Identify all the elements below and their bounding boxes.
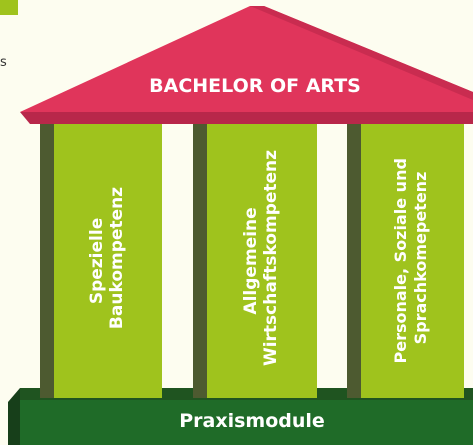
pillar-3-line-1: Personale, Soziale und [391,158,410,363]
pillar-3: Personale, Soziale und Sprachkomepetenz [347,118,464,398]
pillar-3-front [361,118,464,398]
base-left-face [8,388,20,445]
cropped-side-text: s [0,55,7,70]
pillar-2-line-1: Allgemeine [241,207,261,314]
corner-accent-tab [0,0,18,15]
pillar-3-label: Personale, Soziale und Sprachkomepetenz [391,153,430,364]
roof-front [20,6,473,112]
pillar-1: Spezielle Baukompetenz [40,118,162,398]
pillar-3-line-2: Sprachkomepetenz [411,172,430,345]
pillar-1-side [40,118,54,398]
pillar-2: Allgemeine Wirtschaftskompetenz [193,118,317,398]
pillar-1-label: Spezielle Baukompetenz [87,187,127,329]
base-front-face [16,400,473,445]
pillar-3-side [347,118,361,398]
pillar-2-side [193,118,207,398]
roof-right-slope-shade [250,6,473,100]
roof-label: BACHELOR OF ARTS [149,75,361,97]
pillar-1-line-1: Spezielle [87,218,107,304]
pillar-2-line-2: Wirtschaftskompetenz [261,150,281,366]
pillar-1-front [54,118,162,398]
pillar-2-label: Allgemeine Wirtschaftskompetenz [241,150,281,366]
pillar-1-line-2: Baukompetenz [107,187,127,329]
roof-underside [20,112,473,124]
base-label: Praxismodule [179,410,325,432]
roof: BACHELOR OF ARTS [20,6,473,124]
pillar-2-front [207,118,317,398]
